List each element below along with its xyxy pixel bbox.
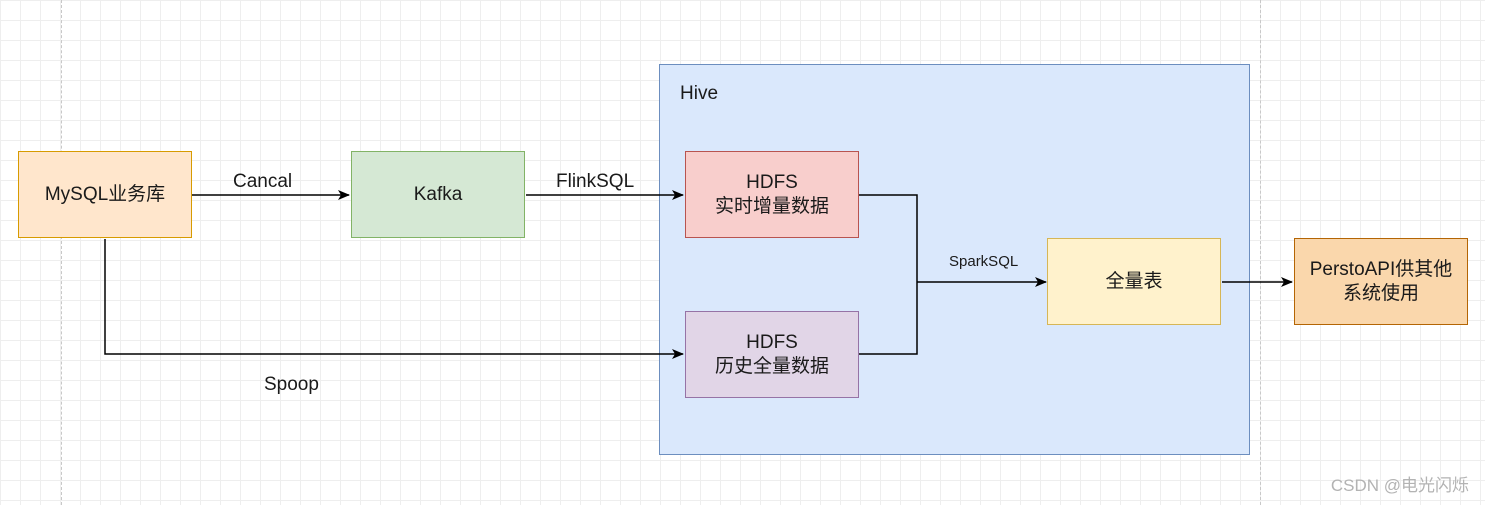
full-table-label: 全量表 (1105, 270, 1163, 292)
presto-node[interactable]: PerstoAPI供其他 系统使用 (1294, 238, 1468, 325)
watermark: CSDN @电光闪烁 (1330, 476, 1469, 495)
page-guide-right (1260, 0, 1261, 505)
kafka-node[interactable]: Kafka (351, 151, 525, 238)
mysql-node-label: MySQL业务库 (44, 183, 166, 205)
hdfs-history-node[interactable]: HDFS 历史全量数据 (685, 311, 859, 398)
mysql-node[interactable]: MySQL业务库 (18, 151, 192, 238)
full-table-node[interactable]: 全量表 (1047, 238, 1221, 325)
hive-label: Hive (680, 83, 719, 104)
hdfs-realtime-subtitle: 实时增量数据 (714, 195, 829, 217)
edge-label-spoop: Spoop (264, 374, 319, 395)
edge-label-sparksql: SparkSQL (949, 253, 1019, 270)
presto-title: PerstoAPI供其他 (1309, 258, 1453, 280)
page-guide-left (61, 0, 62, 505)
edge-hdfs-realtime-to-merge (859, 194, 918, 282)
kafka-node-label: Kafka (413, 183, 463, 205)
hdfs-history-title: HDFS (746, 331, 798, 353)
edge-label-cancal: Cancal (233, 171, 293, 192)
edge-mysql-to-hdfs-history (104, 239, 684, 359)
presto-subtitle: 系统使用 (1342, 282, 1419, 304)
hdfs-realtime-node[interactable]: HDFS 实时增量数据 (685, 151, 859, 238)
edge-label-flinksql: FlinkSQL (556, 171, 635, 192)
edge-hdfs-history-to-merge (859, 282, 918, 355)
hdfs-realtime-title: HDFS (746, 171, 798, 193)
hdfs-history-subtitle: 历史全量数据 (714, 355, 829, 377)
